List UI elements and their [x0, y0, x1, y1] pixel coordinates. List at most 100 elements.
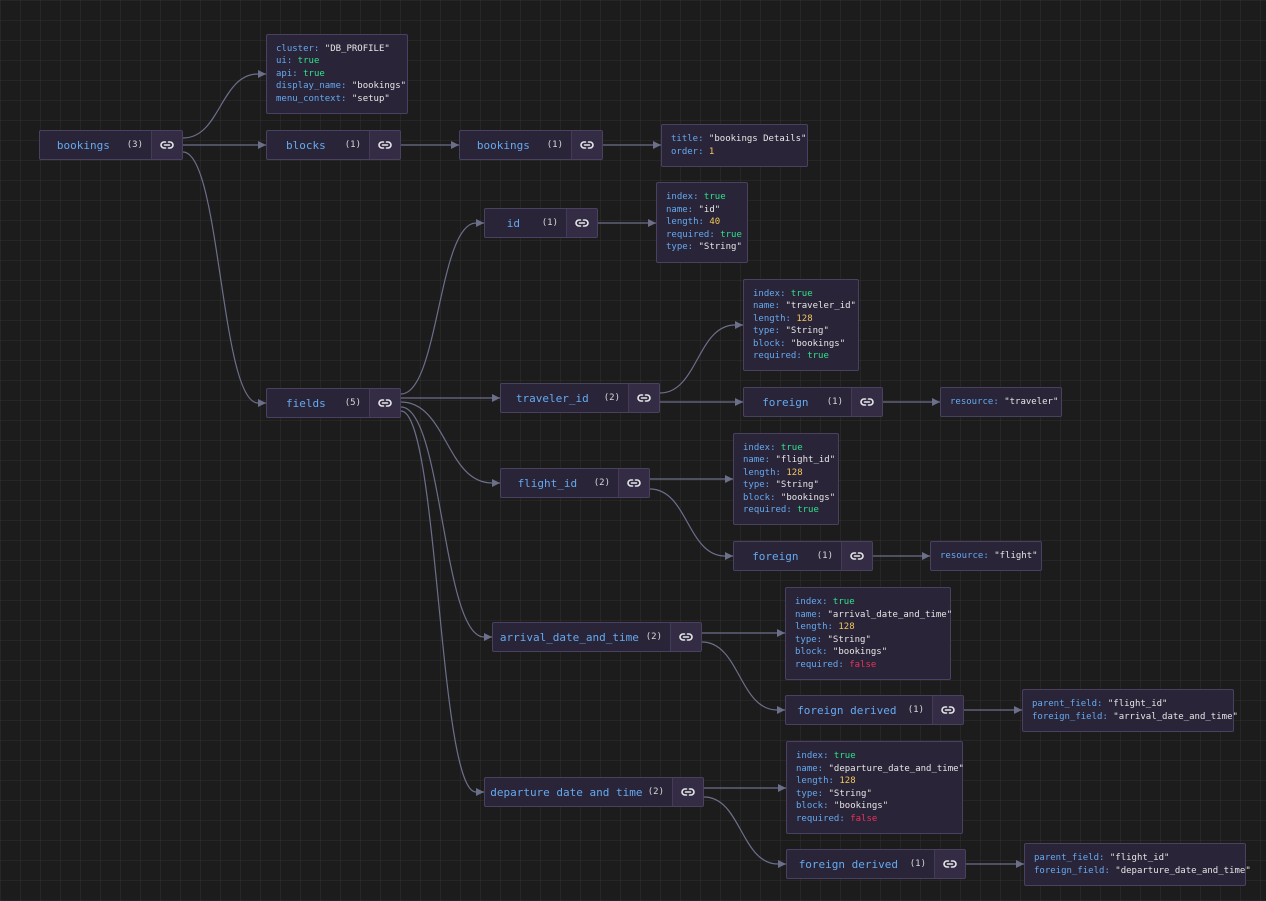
prop-key: title: — [671, 134, 704, 144]
link-icon[interactable] — [566, 209, 597, 237]
node-bookings-root[interactable]: bookings (3) — [39, 130, 183, 160]
prop-line: block: "bookings" — [795, 646, 941, 659]
prop-line: cluster: "DB_PROFILE" — [276, 43, 398, 56]
node-count: (1) — [344, 140, 361, 150]
link-icon[interactable] — [934, 850, 965, 878]
prop-value: "String" — [822, 634, 871, 645]
node-blocks-bookings[interactable]: bookings (1) — [459, 130, 603, 160]
node-fields[interactable]: fields (5) — [266, 388, 401, 418]
link-icon[interactable] — [369, 131, 400, 159]
prop-line: parent_field: "flight_id" — [1034, 852, 1236, 865]
prop-key: index: — [666, 192, 699, 203]
edge-line — [400, 401, 500, 484]
node-field-flight-id[interactable]: flight_id (2) — [500, 468, 650, 498]
prop-line: order: 1 — [671, 146, 798, 159]
prop-line: block: "bookings" — [753, 338, 849, 351]
prop-key: required: — [795, 659, 844, 670]
link-icon[interactable] — [851, 388, 882, 416]
prop-key: index: — [796, 751, 829, 761]
prop-value: 128 — [780, 467, 803, 478]
edge-arrowhead — [492, 394, 500, 402]
link-icon[interactable] — [618, 469, 649, 497]
edge-arrowhead — [932, 398, 940, 406]
prop-line: foreign_field: "arrival_date_and_time" — [1032, 711, 1238, 724]
prop-value: "id" — [693, 204, 721, 215]
prop-line: length: 40 — [666, 216, 738, 229]
prop-line: type: "String" — [796, 788, 953, 801]
node-count: (1) — [907, 705, 924, 715]
prop-key: parent_field: — [1032, 699, 1103, 709]
link-icon[interactable] — [670, 623, 701, 651]
prop-value: true — [801, 351, 829, 361]
node-label: blocks — [285, 138, 326, 152]
node-blocks[interactable]: blocks (1) — [266, 130, 401, 160]
link-icon[interactable] — [932, 696, 963, 724]
prop-line: length: 128 — [796, 775, 953, 788]
prop-value: "departure_date_and_time" — [1109, 865, 1251, 876]
prop-line: type: "String" — [795, 634, 941, 647]
node-field-arrival[interactable]: arrival_date_and_time (2) — [492, 622, 702, 652]
node-flight-foreign[interactable]: foreign (1) — [733, 541, 873, 571]
edge-line — [659, 324, 743, 394]
node-label: foreign derived — [797, 703, 897, 717]
node-label: traveler_id — [515, 391, 589, 405]
edge-arrowhead — [484, 633, 492, 641]
prop-value: "String" — [823, 788, 872, 799]
prop-value: true — [785, 288, 813, 299]
prop-value: true — [297, 68, 325, 79]
prop-value: true — [775, 442, 803, 453]
prop-value: "bookings" — [346, 81, 407, 92]
node-label: id — [506, 216, 520, 230]
prop-key: name: — [753, 301, 781, 311]
prop-line: name: "arrival_date_and_time" — [795, 609, 952, 622]
prop-key: length: — [795, 622, 833, 632]
link-icon[interactable] — [628, 384, 659, 412]
prop-value: true — [791, 505, 819, 515]
prop-value: true — [714, 229, 742, 240]
node-count: (3) — [126, 140, 143, 150]
prop-key: cluster: — [276, 43, 320, 54]
node-label: flight_id — [517, 476, 578, 490]
node-count: (2) — [603, 393, 620, 403]
edge-line — [182, 73, 266, 139]
edge-line — [400, 410, 484, 793]
link-icon[interactable] — [841, 542, 872, 570]
prop-key: length: — [753, 313, 791, 324]
link-icon[interactable] — [151, 131, 182, 159]
prop-line: name: "flight_id" — [743, 454, 835, 467]
prop-line: required: false — [796, 813, 953, 826]
node-count: (2) — [593, 478, 610, 488]
prop-key: ui: — [276, 56, 293, 67]
prop-key: block: — [743, 492, 776, 503]
prop-line: resource: "flight" — [940, 550, 1038, 563]
node-field-id[interactable]: id (1) — [484, 208, 598, 238]
prop-key: resource: — [950, 396, 999, 407]
node-field-traveler-id[interactable]: traveler_id (2) — [500, 383, 660, 413]
props-flight-foreign: resource: "flight" — [930, 541, 1042, 571]
node-arrival-foreign-derived[interactable]: foreign derived (1) — [785, 695, 964, 725]
prop-key: name: — [795, 609, 823, 620]
edge-arrowhead — [777, 629, 785, 637]
prop-line: resource: "traveler" — [950, 396, 1058, 409]
node-departure-foreign-derived[interactable]: foreign derived (1) — [786, 849, 966, 879]
props-arrival-foreign-derived: parent_field: "flight_id"foreign_field: … — [1022, 689, 1238, 732]
prop-value: 128 — [832, 622, 855, 632]
prop-line: length: 128 — [795, 621, 941, 634]
prop-value: true — [292, 56, 320, 67]
prop-value: "bookings" — [785, 338, 846, 349]
node-label: foreign — [752, 549, 799, 563]
prop-key: type: — [796, 788, 824, 799]
link-icon[interactable] — [369, 389, 400, 417]
link-icon[interactable] — [672, 778, 703, 806]
link-icon[interactable] — [571, 131, 602, 159]
prop-value: "DB_PROFILE" — [319, 43, 390, 54]
prop-value: "traveler" — [998, 396, 1059, 407]
node-traveler-foreign[interactable]: foreign (1) — [743, 387, 883, 417]
node-field-departure[interactable]: departure date and time (2) — [484, 777, 704, 807]
prop-line: api: true — [276, 68, 398, 81]
node-count: (1) — [546, 140, 563, 150]
edge-line — [703, 796, 786, 865]
prop-value: "String" — [693, 242, 742, 253]
prop-key: block: — [796, 801, 829, 811]
